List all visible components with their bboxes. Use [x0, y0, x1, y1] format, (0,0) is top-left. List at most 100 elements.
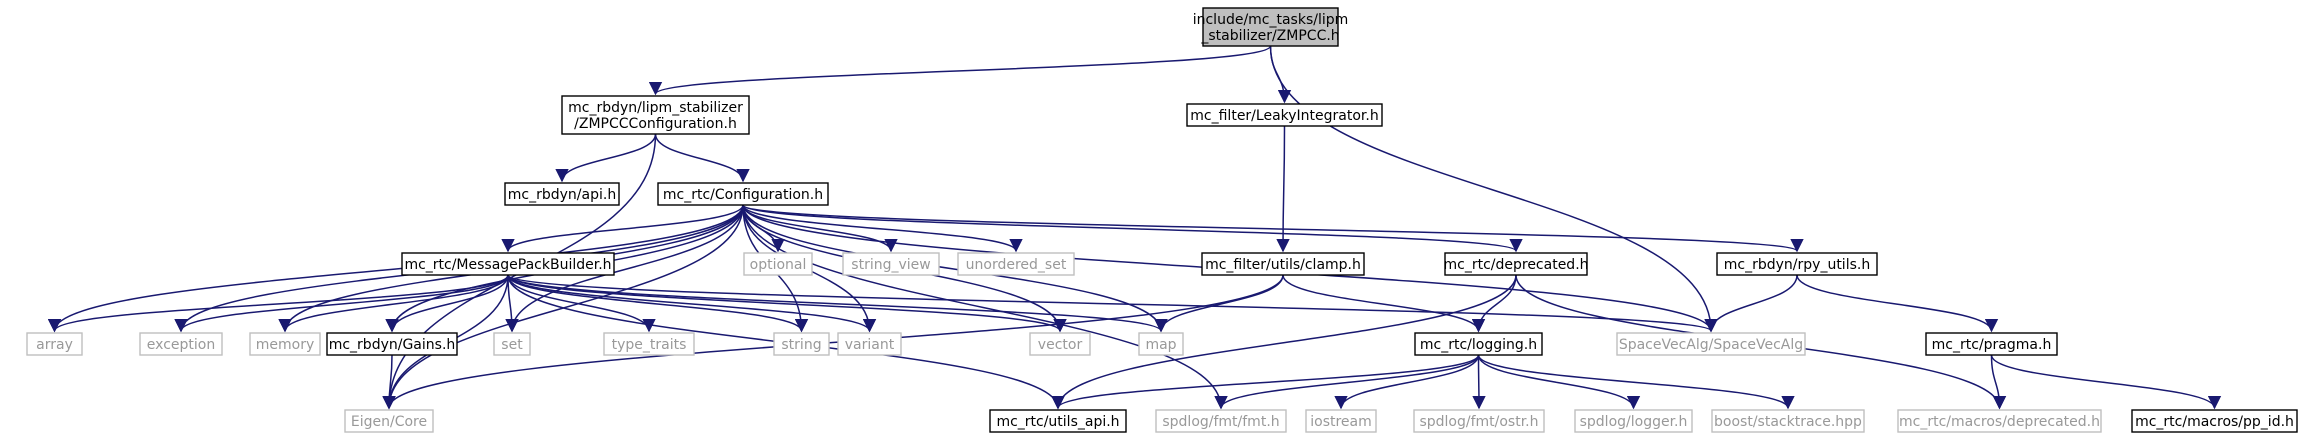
node-exception: exception	[139, 332, 223, 356]
node-eigen-box	[344, 409, 434, 433]
edge-logging-to-fmt	[1214, 354, 1480, 410]
edge-config-to-map	[742, 204, 1168, 333]
node-unordered_set: unordered_set	[957, 252, 1075, 276]
node-config[interactable]: mc_rtc/Configuration.h	[657, 182, 829, 206]
node-iostream: iostream	[1305, 409, 1377, 433]
node-string-label-line-0: string	[781, 337, 821, 353]
node-type_traits-label-line-0: type_traits	[612, 337, 687, 353]
node-optional: optional	[743, 252, 813, 276]
node-exception-label-line-0: exception	[147, 337, 215, 353]
node-zmpcc-label-line-1: _stabilizer/ZMPCC.h	[1200, 28, 1339, 44]
node-map: map	[1138, 332, 1184, 356]
node-deprecated[interactable]: mc_rtc/deprecated.h	[1443, 252, 1589, 276]
node-vector: vector	[1029, 332, 1091, 356]
node-deprecated-box	[1444, 252, 1588, 276]
node-zmpccconf-box	[561, 95, 750, 135]
edge-msgpack-to-string	[507, 274, 809, 333]
node-deprecated-label-line-0: mc_rtc/deprecated.h	[1443, 257, 1588, 273]
edge-zmpccconf-to-api	[555, 133, 657, 183]
edge-config-to-rpy	[742, 204, 1804, 253]
node-ostr-label-line-0: spdlog/fmt/ostr.h	[1419, 414, 1538, 430]
node-clamp-label-line-0: mc_filter/utils/clamp.h	[1205, 257, 1361, 273]
edge-msgpack-to-spacevec	[507, 274, 1718, 333]
node-macros_dep-box	[1897, 409, 2102, 433]
node-leaky[interactable]: mc_filter/LeakyIntegrator.h	[1186, 103, 1383, 127]
node-api[interactable]: mc_rbdyn/api.h	[504, 182, 620, 206]
edge-zmpccconf-to-config	[654, 133, 750, 183]
node-api-box	[504, 182, 620, 206]
node-vector-box	[1029, 332, 1091, 356]
node-spacevec-box	[1616, 332, 1806, 356]
edge-rpy-to-spacevec	[1704, 274, 1798, 333]
node-spacevec: SpaceVecAlg/SpaceVecAlg	[1616, 332, 1806, 356]
node-utils_api[interactable]: mc_rtc/utils_api.h	[989, 409, 1127, 433]
node-clamp[interactable]: mc_filter/utils/clamp.h	[1201, 252, 1365, 276]
edge-rpy-to-pragma	[1796, 274, 1999, 333]
edge-config-to-array	[47, 204, 744, 333]
node-unordered_set-label-line-0: unordered_set	[966, 257, 1067, 273]
node-logger-box	[1574, 409, 1693, 433]
node-iostream-label-line-0: iostream	[1310, 414, 1372, 430]
edge-config-to-eigen	[382, 204, 744, 410]
edge-clamp-to-logging	[1282, 274, 1486, 333]
node-logging-label-line-0: mc_rtc/logging.h	[1420, 337, 1537, 353]
node-iostream-box	[1305, 409, 1377, 433]
edge-msgpack-to-vector	[507, 274, 1067, 333]
node-rpy-label-line-0: mc_rbdyn/rpy_utils.h	[1724, 257, 1870, 273]
edge-leaky-to-clamp	[1276, 125, 1290, 253]
edge-msgpack-to-map	[507, 274, 1168, 333]
node-string_view-label-line-0: string_view	[851, 257, 930, 273]
node-exception-box	[139, 332, 223, 356]
node-utils_api-label-line-0: mc_rtc/utils_api.h	[996, 414, 1119, 430]
node-pp_id[interactable]: mc_rtc/macros/pp_id.h	[2131, 409, 2298, 433]
node-string: string	[773, 332, 830, 356]
node-memory-label-line-0: memory	[256, 337, 315, 353]
node-leaky-box	[1186, 103, 1383, 127]
edge-clamp-to-eigen	[382, 274, 1284, 410]
node-pragma-label-line-0: mc_rtc/pragma.h	[1932, 337, 2052, 353]
edge-msgpack-to-variant	[507, 274, 877, 333]
edge-msgpack-to-memory	[278, 274, 509, 333]
edge-pragma-to-pp_id	[1990, 354, 2222, 410]
node-fmt-label-line-0: spdlog/fmt/fmt.h	[1162, 414, 1279, 430]
node-pp_id-label-line-0: mc_rtc/macros/pp_id.h	[2135, 414, 2294, 430]
node-variant-box	[837, 332, 902, 356]
node-config-box	[657, 182, 829, 206]
node-variant: variant	[837, 332, 902, 356]
edge-config-to-deprecated	[742, 204, 1523, 253]
node-rpy[interactable]: mc_rbdyn/rpy_utils.h	[1716, 252, 1878, 276]
node-gains-label-line-0: mc_rbdyn/Gains.h	[329, 337, 456, 353]
node-set-label-line-0: set	[501, 337, 523, 353]
node-gains[interactable]: mc_rbdyn/Gains.h	[326, 332, 458, 356]
node-api-label-line-0: mc_rbdyn/api.h	[508, 187, 616, 203]
edges-layer	[47, 45, 2222, 410]
node-eigen: Eigen/Core	[344, 409, 434, 433]
node-array-box	[26, 332, 83, 356]
node-map-box	[1138, 332, 1184, 356]
node-msgpack[interactable]: mc_rtc/MessagePackBuilder.h	[401, 252, 615, 276]
node-spacevec-label-line-0: SpaceVecAlg/SpaceVecAlg	[1619, 337, 1803, 353]
node-ostr-box	[1413, 409, 1545, 433]
node-set: set	[493, 332, 531, 356]
node-string_view: string_view	[842, 252, 940, 276]
node-unordered_set-box	[957, 252, 1075, 276]
edge-logging-to-utils_api	[1051, 354, 1480, 410]
node-zmpccconf[interactable]: mc_rbdyn/lipm_stabilizer/ZMPCCConfigurat…	[561, 95, 750, 135]
node-clamp-box	[1201, 252, 1365, 276]
node-zmpcc[interactable]: include/mc_tasks/lipm_stabilizer/ZMPCC.h	[1193, 7, 1349, 47]
node-string_view-box	[842, 252, 940, 276]
node-logging-box	[1414, 332, 1543, 356]
node-logger: spdlog/logger.h	[1574, 409, 1693, 433]
node-pragma[interactable]: mc_rtc/pragma.h	[1925, 332, 2058, 356]
edge-logging-to-stacktrace	[1477, 354, 1795, 410]
nodes-layer: include/mc_tasks/lipm_stabilizer/ZMPCC.h…	[26, 7, 2298, 433]
node-logger-label-line-0: spdlog/logger.h	[1580, 414, 1688, 430]
node-logging[interactable]: mc_rtc/logging.h	[1414, 332, 1543, 356]
node-optional-box	[743, 252, 813, 276]
edge-pragma-to-macros_dep	[1990, 354, 2007, 410]
node-zmpcc-label-line-0: include/mc_tasks/lipm	[1193, 12, 1349, 28]
edge-config-to-unordered_set	[742, 204, 1023, 253]
edge-config-to-fmt	[742, 204, 1228, 410]
node-gains-box	[326, 332, 458, 356]
node-stacktrace-box	[1711, 409, 1865, 433]
